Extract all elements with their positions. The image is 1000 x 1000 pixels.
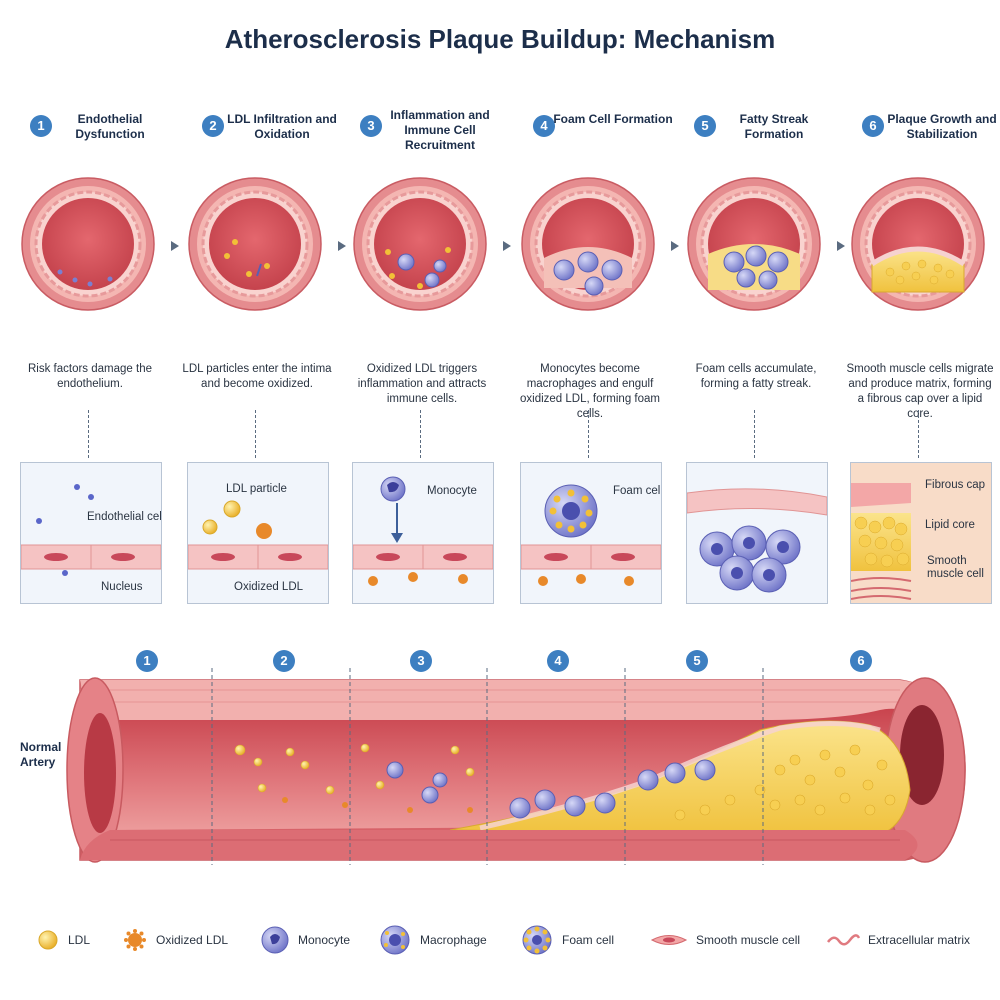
leader-line (88, 410, 89, 458)
leader-line (420, 410, 421, 458)
magnified-panel: Foam cell (520, 462, 662, 604)
panel-label: Nucleus (101, 581, 143, 593)
extracellular-matrix-icon (827, 934, 860, 946)
smooth-muscle-cell-icon (650, 935, 688, 945)
artery-cross-section (20, 176, 156, 317)
stage-title: Plaque Growth and Stabilization (887, 112, 997, 141)
magnified-panel (686, 462, 828, 604)
longitudinal-artery-diagram (0, 640, 1000, 880)
segment-number-badge: 3 (410, 650, 432, 672)
progression-arrow-icon (671, 241, 679, 251)
segment-number-badge: 2 (273, 650, 295, 672)
stage-title: Foam Cell Formation (553, 112, 673, 126)
stage-title: LDL Infiltration and Oxidation (227, 112, 337, 141)
oxidized-ldl-icon (124, 929, 146, 951)
segment-number-badge: 1 (136, 650, 158, 672)
panel-label: LDL particle (226, 483, 287, 495)
page-title: Atherosclerosis Plaque Buildup: Mechanis… (224, 24, 776, 54)
stage-number-badge: 6 (862, 115, 884, 137)
leader-line (918, 410, 919, 458)
stage-caption: Smooth muscle cells migrate and produce … (846, 363, 994, 420)
stage-caption: Foam cells accumulate, forming a fatty s… (695, 363, 817, 390)
stage-title: Endothelial Dysfunction (75, 112, 145, 141)
stage-caption: Risk factors damage the endothelium. (27, 363, 152, 390)
legend-item-macrophage: Macrophage (378, 925, 487, 955)
stage-number-badge: 1 (30, 115, 52, 137)
ldl-icon (38, 930, 58, 950)
stage-number-badge: 2 (202, 115, 224, 137)
stage-caption: Oxidized LDL triggers inflammation and a… (357, 363, 487, 405)
legend-item-foam-cell: Foam cell (520, 925, 614, 955)
legend-item-monocyte: Monocyte (260, 925, 350, 955)
artery-cross-section (520, 176, 656, 317)
artery-cross-section (686, 176, 822, 317)
legend-item-extracellular-matrix: Extracellular matrix (826, 925, 970, 955)
normal-artery-label: Normal Artery (20, 740, 62, 769)
legend-item-oxidized-ldl: Oxidized LDL (122, 925, 228, 955)
panel-label: Fibrous cap (925, 479, 986, 491)
stage-caption: LDL particles enter the intima and becom… (182, 363, 332, 390)
panel-label: Lipid core (925, 519, 975, 531)
stage-title: Inflammation and Immune Cell Recruitment (390, 108, 490, 152)
macrophage-icon (380, 925, 410, 955)
panel-label: Endothelial cell (87, 511, 162, 523)
legend-item-smooth-muscle-cell: Smooth muscle cell (650, 925, 800, 955)
panel-label: Oxidized LDL (234, 581, 304, 593)
stage-title: Fatty Streak Formation (739, 112, 809, 141)
progression-arrow-icon (171, 241, 179, 251)
segment-number-badge: 6 (850, 650, 872, 672)
legend: LDL Oxidized LDL Monocyte Macrophage Foa… (0, 925, 1000, 961)
leader-line (754, 410, 755, 458)
progression-arrow-icon (837, 241, 845, 251)
stage-caption: Monocytes become macrophages and engulf … (520, 363, 660, 420)
magnified-panel: Monocyte (352, 462, 494, 604)
leader-line (588, 410, 589, 458)
leader-line (255, 410, 256, 458)
artery-cross-section (187, 176, 323, 317)
stage-number-badge: 3 (360, 115, 382, 137)
stage-number-badge: 4 (533, 115, 555, 137)
legend-item-ldl: LDL (36, 925, 90, 955)
progression-arrow-icon (503, 241, 511, 251)
panel-label: Monocyte (427, 485, 477, 497)
artery-cross-section (850, 176, 986, 317)
artery-cross-section (352, 176, 488, 317)
panel-label: Smooth muscle cell (927, 555, 984, 580)
foam-cell-icon (522, 925, 552, 955)
segment-number-badge: 5 (686, 650, 708, 672)
progression-arrow-icon (338, 241, 346, 251)
panel-label: Foam cell (613, 485, 662, 497)
monocyte-icon (261, 926, 289, 954)
segment-number-badge: 4 (547, 650, 569, 672)
stage-number-badge: 5 (694, 115, 716, 137)
